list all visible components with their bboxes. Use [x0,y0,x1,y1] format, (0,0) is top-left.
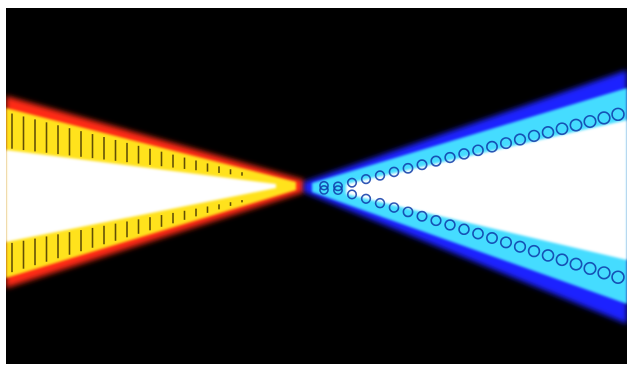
cone-illustration [6,8,627,364]
cone-scene [6,8,627,364]
